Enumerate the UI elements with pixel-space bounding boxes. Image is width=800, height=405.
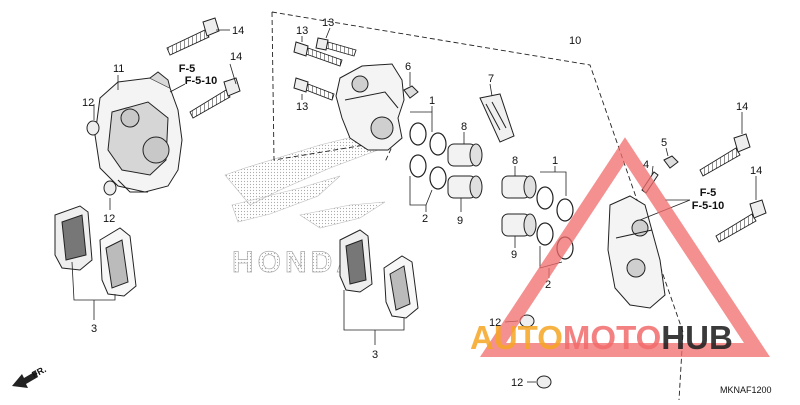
callout-9-middle: 9 xyxy=(457,215,463,227)
callout-numbers: 14 14 11 12 12 3 13 13 13 10 6 7 1 8 2 9… xyxy=(82,17,762,389)
middle-bolt-13-mid xyxy=(315,37,357,57)
bleeder-cap-6 xyxy=(403,85,419,99)
callout-1-right: 1 xyxy=(552,155,558,167)
warning-triangle-icon xyxy=(479,137,771,357)
callout-13-c: 13 xyxy=(296,101,308,113)
ref-left-f5-10: F-5-10 xyxy=(185,75,217,87)
watermark-hub: HUB xyxy=(661,319,733,356)
ref-right-f5: F-5 xyxy=(700,187,717,199)
callout-8-middle: 8 xyxy=(461,121,467,133)
callout-14-left-upper: 14 xyxy=(232,25,244,37)
right-bolt-upper xyxy=(699,133,751,177)
callout-12-right-upper: 12 xyxy=(489,317,501,329)
callout-14-left-lower: 14 xyxy=(230,51,242,63)
front-arrow-icon xyxy=(12,371,38,388)
ref-right-f5-10: F-5-10 xyxy=(692,200,724,212)
watermark-moto: MOTO xyxy=(563,319,661,356)
pad-spring-7 xyxy=(479,93,515,143)
callout-13-a: 13 xyxy=(296,25,308,37)
callout-2-right: 2 xyxy=(545,279,551,291)
middle-seals-2 xyxy=(409,154,447,190)
right-bolt-lower xyxy=(715,199,767,243)
left-bushing-lower xyxy=(103,180,117,196)
left-bolt-lower xyxy=(189,77,241,119)
callout-9-right: 9 xyxy=(511,249,517,261)
callout-3-middle: 3 xyxy=(372,349,378,361)
bleeder-cap-5 xyxy=(663,155,679,169)
callout-12-left-upper: 12 xyxy=(82,97,94,109)
callout-7: 7 xyxy=(488,73,494,85)
automotohub-watermark: AUTOMOTOHUB xyxy=(470,137,771,357)
right-bushing-lower xyxy=(536,375,552,389)
watermark-auto: AUTO xyxy=(470,319,563,356)
callout-11: 11 xyxy=(113,63,124,75)
middle-seals-1 xyxy=(409,122,447,156)
middle-brake-pad-outer xyxy=(383,255,419,319)
callout-14-right-lower: 14 xyxy=(750,165,762,177)
callout-1-middle: 1 xyxy=(429,95,435,107)
middle-brake-pad-inner xyxy=(339,229,373,293)
callout-6: 6 xyxy=(405,61,411,73)
callout-5: 5 xyxy=(661,137,667,149)
ref-left-f5: F-5 xyxy=(179,63,196,75)
callout-14-right-upper: 14 xyxy=(736,101,748,113)
callout-3-left: 3 xyxy=(91,323,97,335)
callout-10: 10 xyxy=(569,35,581,47)
middle-pistons xyxy=(447,143,483,199)
callout-13-b: 13 xyxy=(322,17,334,29)
left-bushing-upper xyxy=(86,120,100,136)
middle-bolt-13-lower xyxy=(293,77,335,101)
honda-wing-logo: HONDA xyxy=(224,127,401,279)
svg-text:AUTOMOTOHUB: AUTOMOTOHUB xyxy=(470,319,733,356)
left-brake-pad-outer xyxy=(99,227,137,297)
diagram-code: MKNAF1200 xyxy=(720,385,772,395)
front-direction-indicator: FR. xyxy=(12,364,48,388)
front-label: FR. xyxy=(30,364,47,380)
reference-labels: F-5 F-5-10 F-5 F-5-10 xyxy=(179,63,724,212)
middle-bolt-13-upper xyxy=(293,41,343,67)
callout-8-right: 8 xyxy=(512,155,518,167)
left-bolt-upper xyxy=(166,17,220,56)
callout-12-right-lower: 12 xyxy=(511,377,523,389)
left-caliper-body xyxy=(94,71,183,193)
assembly-outline xyxy=(271,11,684,401)
left-brake-pad-inner xyxy=(54,205,93,271)
callout-2-middle: 2 xyxy=(422,213,428,225)
callout-4: 4 xyxy=(643,159,649,171)
callout-12-left-lower: 12 xyxy=(103,213,115,225)
middle-caliper-body xyxy=(335,63,405,151)
honda-brand-text: HONDA xyxy=(232,246,362,279)
right-pistons xyxy=(501,175,537,237)
right-caliper-body xyxy=(607,195,666,309)
